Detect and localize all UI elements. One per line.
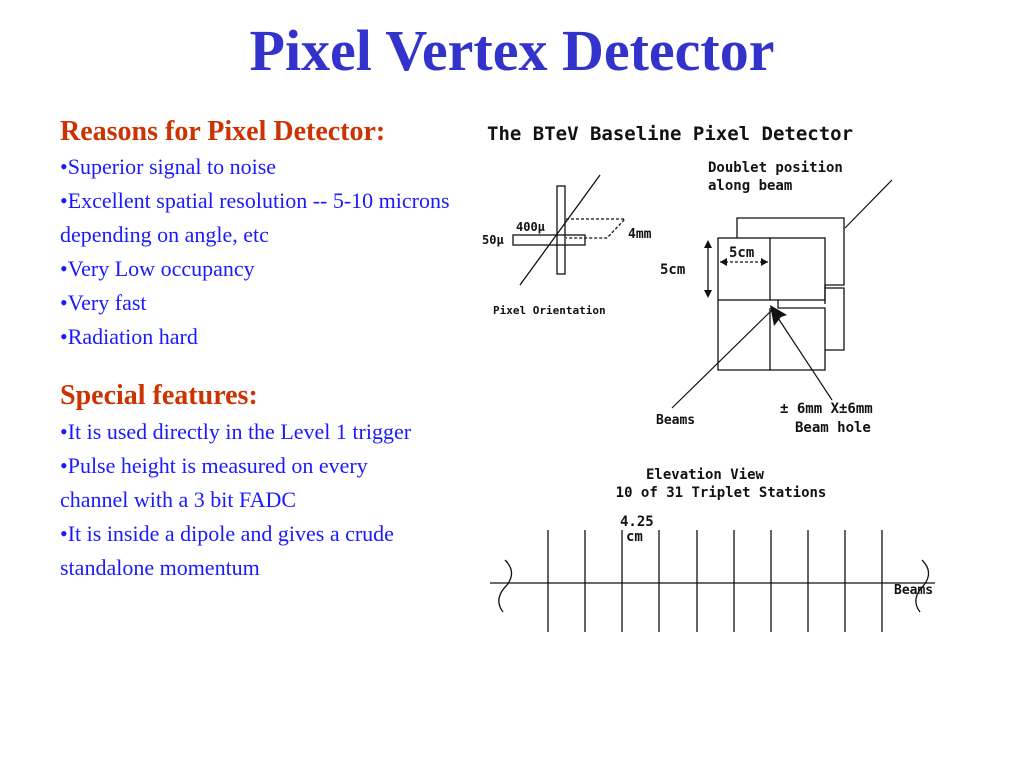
axis-break-left [498, 559, 513, 613]
axis-break-right [915, 559, 930, 613]
pixel-strip-horizontal [512, 234, 586, 246]
lower-plane [717, 300, 826, 371]
station-spacing-unit: cm [626, 529, 643, 545]
pixel-orientation-diagram [512, 174, 627, 286]
special-heading: Special features: [60, 380, 258, 411]
beams-label: Beams [656, 413, 695, 428]
special-list: It is used directly in the Level 1 trigg… [60, 415, 425, 585]
upper-plane [717, 237, 826, 301]
width-dimension-label: 5cm [729, 245, 754, 261]
beams-pointer [671, 309, 773, 409]
list-item: It is inside a dipole and gives a crude … [60, 517, 425, 585]
list-item: It is used directly in the Level 1 trigg… [60, 415, 425, 449]
doublet-label-line2: along beam [708, 178, 792, 194]
station-spacing-value: 4.25 [620, 514, 654, 530]
pixel-orientation-label: Pixel Orientation [493, 304, 606, 317]
pixel-projection [566, 218, 627, 239]
list-item: Superior signal to noise [60, 150, 465, 184]
beam-hole-arrow [770, 305, 787, 326]
triplet-stations-label: 10 of 31 Triplet Stations [616, 485, 827, 501]
beam-hole-size-label: ± 6mm X±6mm [780, 401, 873, 417]
elevation-view-label: Elevation View [646, 467, 765, 483]
figure-title: The BTeV Baseline Pixel Detector [487, 123, 853, 145]
pixel-50-label: 50μ [482, 233, 504, 247]
reasons-list: Superior signal to noise Excellent spati… [60, 150, 465, 354]
pixel-4mm-label: 4mm [628, 227, 652, 242]
list-item: Very Low occupancy [60, 252, 465, 286]
dimension-arrowheads [704, 240, 768, 298]
list-item: Pulse height is measured on every channe… [60, 449, 425, 517]
reasons-heading: Reasons for Pixel Detector: [60, 116, 386, 147]
beams-axis-label: Beams [894, 583, 933, 598]
pixel-strip-vertical [556, 185, 566, 275]
list-item: Excellent spatial resolution -- 5-10 mic… [60, 184, 465, 252]
upper-outer-plane [736, 217, 845, 304]
pixel-400-label: 400μ [516, 220, 545, 234]
height-dimension-label: 5cm [660, 262, 685, 278]
track-line [519, 174, 601, 286]
list-item: Very fast [60, 286, 465, 320]
detector-planes [717, 217, 845, 371]
doublet-label-line1: Doublet position [708, 160, 843, 176]
doublet-pointer [844, 179, 893, 229]
beam-hole-pointer [777, 317, 833, 401]
beam-hole-label: Beam hole [795, 420, 871, 436]
slide-title: Pixel Vertex Detector [249, 18, 775, 83]
lower-outer-plane [825, 287, 845, 351]
elevation-stations [547, 530, 883, 632]
list-item: Radiation hard [60, 320, 465, 354]
